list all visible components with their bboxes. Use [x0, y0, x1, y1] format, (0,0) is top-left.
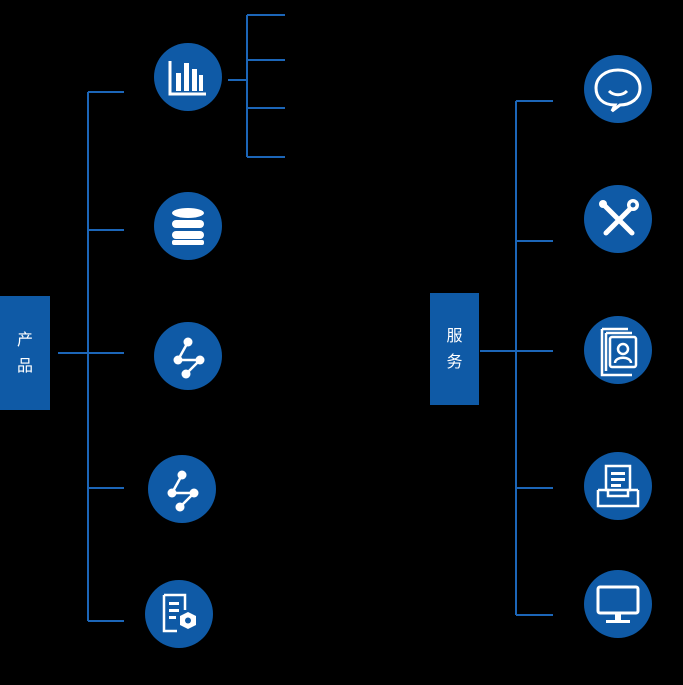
product-node-4-network-nodes-icon — [148, 455, 216, 523]
product-node-5-document-gear-icon — [145, 580, 213, 648]
product-node-1-bar-chart-icon — [154, 43, 222, 111]
services-label: 服务 — [430, 293, 479, 405]
service-node-3-profile-cards-icon — [584, 316, 652, 384]
product-node-2-database-icon — [154, 192, 222, 260]
service-node-4-file-tray-icon — [584, 452, 652, 520]
service-node-5-monitor-icon — [584, 570, 652, 638]
product-node-3-network-nodes-icon — [154, 322, 222, 390]
service-node-1-chat-bubble-icon — [584, 55, 652, 123]
products-label: 产品 — [0, 296, 50, 410]
service-node-2-tools-icon — [584, 185, 652, 253]
